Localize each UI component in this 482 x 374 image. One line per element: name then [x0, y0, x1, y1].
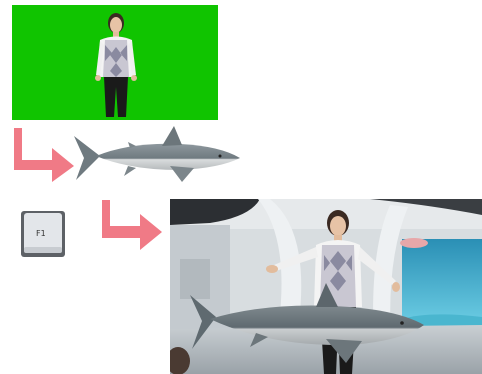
f1-key-icon: F1: [20, 210, 66, 258]
arrow-right-icon: [98, 198, 168, 254]
virtual-aquarium-composite-image: [170, 199, 482, 374]
f1-key-label: F1: [36, 229, 46, 238]
shark-image: [70, 124, 242, 186]
green-screen-image: [12, 5, 218, 120]
